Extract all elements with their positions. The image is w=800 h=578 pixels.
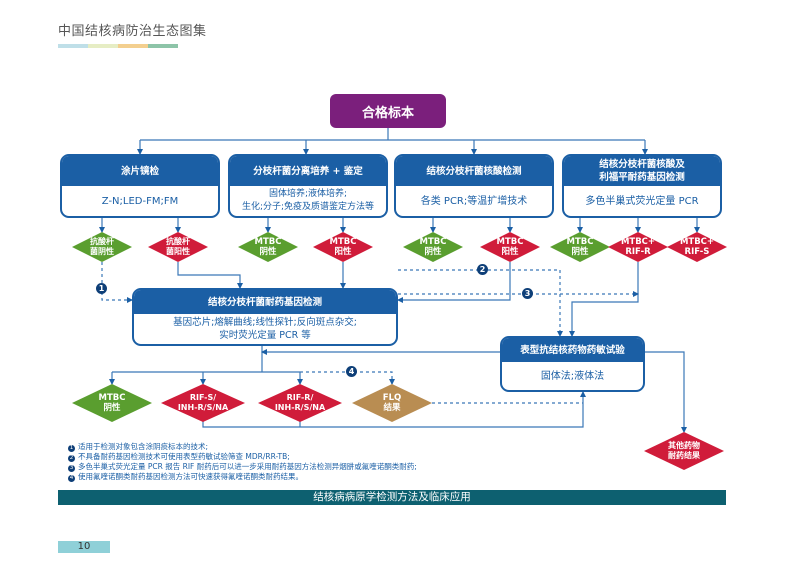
phenotype-title: 表型抗结核药物药敏试验 [502,338,643,362]
footnote-text: 不具备耐药基因检测技术可使用表型药敏试验筛查 MDR/RR-TB; [78,452,290,461]
connector-r2-to-phenotype [202,391,586,428]
gene-test-title: 结核分枝杆菌耐药基因检测 [134,290,396,314]
color-bar-segment-4 [148,44,178,48]
connector-phenotype-to-other [645,351,687,433]
dashed-marker-4 [300,371,395,385]
footnote-marker: 3 [68,465,75,472]
result-label: MTBC 阴性 [566,237,594,257]
qualified-specimen-node: 合格标本 [330,94,446,128]
method-title: 涂片镜检 [62,156,218,186]
method-box-nat: 结核分枝杆菌核酸检测 各类 PCR;等温扩增技术 [394,154,554,218]
dashed-marker-2 [398,269,563,337]
note-marker-4: 4 [346,366,357,377]
diamond-culture-mtbc-positive [313,232,373,262]
result-label: MTBC 阳性 [496,237,524,257]
publication-title: 中国结核病防治生态图集 [58,24,207,39]
footnote-text: 多色半巢式荧光定量 PCR 报告 RIF 耐药后可以进一步采用耐药基因方法检测异… [78,462,417,471]
result-label: MTBC 阴性 [419,237,447,257]
color-bar-segment-1 [58,44,88,48]
connector-rifr-to-phenotype [569,262,639,337]
note-marker-3: 3 [522,288,533,299]
diamond-r2-flq [352,384,432,422]
phenotype-body: 固体法;液体法 [540,370,605,382]
diamond-afb-negative [72,232,132,262]
result-label: MTBC 阴性 [254,237,282,257]
diamond-other-drugs [644,432,724,470]
method-body: 各类 PCR;等温扩增技术 [420,195,528,207]
diamond-pcr-rif-r [608,232,668,262]
footnote-marker: 4 [68,475,75,482]
footnote-text: 适用于检测对象包含涂阴痰标本的技术; [78,442,209,451]
method-box-culture: 分枝杆菌分离培养 + 鉴定 固体培养;液体培养; 生化;分子;免疫及质谱鉴定方法… [228,154,388,218]
result-label: 其他药物 耐药结果 [668,441,700,460]
result-label: FLQ 结果 [382,393,402,413]
method-title: 结核分枝杆菌核酸及 利福平耐药基因检测 [564,156,720,186]
dashed-marker-1 [101,262,133,303]
diamond-pcr-mtbc-negative [550,232,610,262]
method-body-line: 生化;分子;免疫及质谱鉴定方法等 [241,202,375,212]
result-label: MTBC 阳性 [329,237,357,257]
diamond-nat-mtbc-positive [480,232,540,262]
connector-afb-pos-to-gene [177,262,243,289]
diamond-r2-mtbc-negative [72,384,152,422]
result-label: RIF-S/ INH-R/S/NA [177,393,229,412]
method-body-line: 固体培养;液体培养; [268,189,348,199]
result-label: 抗酸杆 菌阳性 [166,237,190,256]
diamond-culture-mtbc-negative [238,232,298,262]
footnote-text: 使用氟喹诺酮类耐药基因检测方法可快速获得氟喹诺酮类耐药结果。 [78,472,303,481]
method-box-rif-pcr: 结核分枝杆菌核酸及 利福平耐药基因检测 多色半巢式荧光定量 PCR [562,154,722,218]
method-body: 多色半巢式荧光定量 PCR [585,195,699,207]
diamond-r2-rif-s [161,384,245,422]
page-number: 10 [58,541,110,553]
note-marker-1: 1 [96,283,107,294]
gene-test-body-line: 基因芯片;熔解曲线;线性探针;反向斑点杂交; [173,317,357,328]
gene-test-body-line: 实时荧光定量 PCR 等 [219,330,311,341]
method-box-smear: 涂片镜检 Z-N;LED-FM;FM [60,154,220,218]
diamond-pcr-rif-s [667,232,727,262]
diamond-nat-mtbc-negative [403,232,463,262]
method-body: Z-N;LED-FM;FM [101,195,179,207]
result-label: RIF-R/ INH-R/S/NA [274,393,326,412]
result-label: MTBC+ RIF-R [620,237,656,257]
result-label: MTBC+ RIF-S [679,237,715,257]
diamond-r2-rif-r [258,384,342,422]
note-marker-2: 2 [477,264,488,275]
color-bar-segment-2 [88,44,118,48]
diamond-afb-positive [148,232,208,262]
method-title: 结核分枝杆菌核酸检测 [396,156,552,186]
color-bar-segment-3 [118,44,148,48]
gene-resistance-test-box: 结核分枝杆菌耐药基因检测 基因芯片;熔解曲线;线性探针;反向斑点杂交; 实时荧光… [132,288,398,346]
result-label: 抗酸杆 菌阴性 [90,237,114,256]
section-title-band: 结核病病原学检测方法及临床应用 [58,490,726,505]
method-title: 分枝杆菌分离培养 + 鉴定 [230,156,386,186]
footnote-marker: 1 [68,445,75,452]
footnote-marker: 2 [68,455,75,462]
phenotypic-dst-box: 表型抗结核药物药敏试验 固体法;液体法 [500,336,645,392]
result-label: MTBC 阴性 [98,393,126,413]
connector-m3pos-to-gene [397,262,511,303]
